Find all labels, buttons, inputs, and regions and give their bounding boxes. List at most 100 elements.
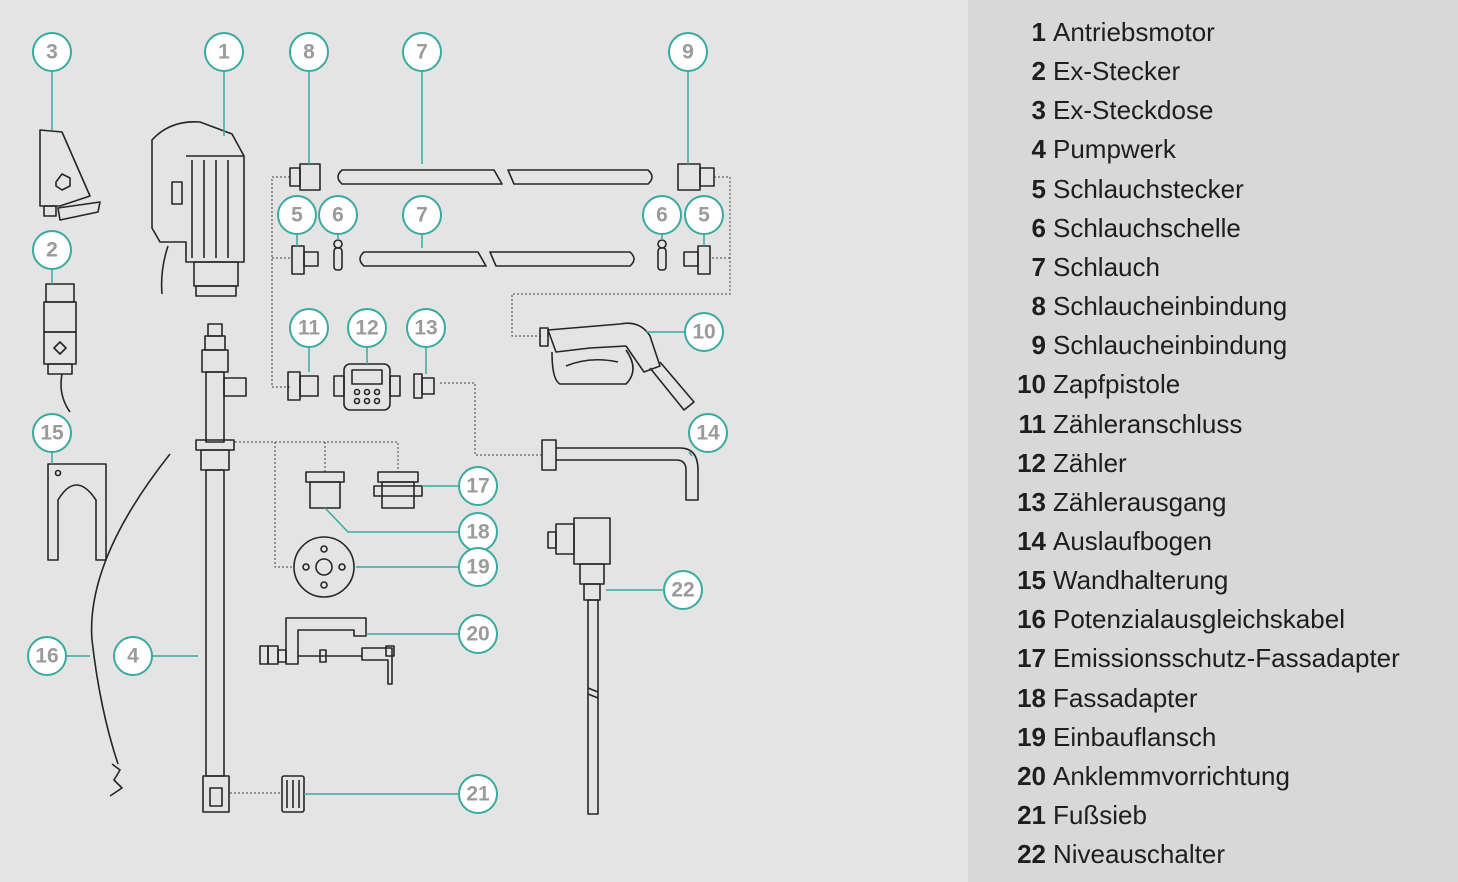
legend-label: Einbauflansch — [1053, 722, 1217, 752]
legend-label: Ex-Stecker — [1053, 56, 1181, 86]
svg-text:8: 8 — [303, 41, 315, 64]
legend-number: 8 — [1031, 291, 1046, 321]
legend-number: 1 — [1031, 17, 1046, 47]
parts-diagram: 1 2 3 4 5 5 6 6 7 7 8 9 10 11 12 13 14 1… — [27, 32, 731, 815]
callout-21: 21 — [458, 774, 498, 814]
part-grounding-cable-drawing — [90, 453, 171, 797]
legend-label: Schlauchschelle — [1053, 213, 1241, 243]
callout-3: 3 — [32, 32, 72, 72]
svg-text:7: 7 — [416, 41, 428, 64]
svg-text:5: 5 — [698, 204, 710, 227]
part-emission-adapter-drawing — [373, 471, 423, 509]
legend-label: Zählerausgang — [1053, 487, 1227, 517]
legend-label: Anklemmvorrichtung — [1053, 761, 1290, 791]
part-foot-strainer-drawing — [281, 775, 305, 813]
legend-label: Zähler — [1053, 448, 1127, 478]
part-clamp-drawing — [259, 617, 395, 685]
legend-label: Antriebsmotor — [1053, 17, 1215, 47]
callout-7-lower: 7 — [402, 195, 442, 235]
part-ex-plug-drawing — [43, 283, 77, 413]
svg-text:6: 6 — [332, 204, 344, 227]
legend-label: Zähleranschluss — [1053, 409, 1243, 439]
callout-17: 17 — [458, 466, 498, 506]
legend-label: Schlauch — [1053, 252, 1160, 282]
part-flange-drawing — [293, 536, 355, 598]
legend-label: Niveauschalter — [1053, 839, 1225, 869]
callout-14: 14 — [688, 413, 728, 453]
svg-text:19: 19 — [466, 556, 489, 579]
connection-lines — [230, 176, 731, 794]
callout-9: 9 — [668, 32, 708, 72]
legend-number: 11 — [1018, 409, 1047, 439]
callout-1: 1 — [204, 32, 244, 72]
svg-text:10: 10 — [692, 321, 715, 344]
legend-label: Potenzialausgleichskabel — [1053, 604, 1345, 634]
svg-text:1: 1 — [218, 41, 230, 64]
legend-number: 13 — [1017, 487, 1046, 517]
callout-leaders — [51, 72, 705, 795]
legend-number: 16 — [1017, 604, 1046, 634]
legend-number: 22 — [1017, 839, 1046, 869]
svg-text:3: 3 — [46, 41, 58, 64]
svg-text:4: 4 — [127, 645, 139, 668]
legend-number: 12 — [1017, 448, 1046, 478]
svg-text:17: 17 — [466, 475, 489, 498]
part-motor-drawing — [151, 121, 245, 297]
legend-label: Pumpwerk — [1053, 134, 1176, 164]
legend-number: 18 — [1017, 683, 1046, 713]
part-adapter-drawing — [305, 471, 345, 509]
legend-label: Ex-Steckdose — [1053, 95, 1214, 125]
part-ex-socket-drawing — [39, 129, 101, 221]
legend-label: Zapfpistole — [1053, 369, 1181, 399]
svg-text:6: 6 — [656, 204, 668, 227]
legend-number: 2 — [1031, 56, 1046, 86]
callout-6-left: 6 — [318, 195, 358, 235]
legend-number: 6 — [1031, 213, 1046, 243]
part-meter-drawing — [287, 363, 435, 411]
svg-text:18: 18 — [466, 521, 490, 544]
legend-number: 10 — [1017, 369, 1046, 399]
legend-number: 14 — [1017, 526, 1046, 556]
svg-text:15: 15 — [40, 422, 64, 445]
legend-label: Emissionsschutz-Fassadapter — [1053, 643, 1400, 673]
callout-6-right: 6 — [642, 195, 682, 235]
part-wall-bracket-drawing — [47, 463, 107, 561]
callout-11: 11 — [289, 308, 329, 348]
legend-label: Schlaucheinbindung — [1053, 291, 1288, 321]
callout-19: 19 — [458, 547, 498, 587]
svg-text:13: 13 — [414, 317, 437, 340]
callout-22: 22 — [663, 570, 703, 610]
callout-5-left: 5 — [277, 195, 317, 235]
callout-7-upper: 7 — [402, 32, 442, 72]
legend-number: 20 — [1017, 761, 1046, 791]
legend-number: 5 — [1031, 174, 1046, 204]
legend-number: 21 — [1017, 800, 1046, 830]
legend-label: Auslaufbogen — [1053, 526, 1213, 556]
legend-label: Fassadapter — [1053, 683, 1198, 713]
svg-text:14: 14 — [696, 422, 720, 445]
legend-number: 17 — [1017, 643, 1046, 673]
callout-8: 8 — [289, 32, 329, 72]
part-nozzle-drawing — [539, 322, 695, 411]
svg-text:9: 9 — [682, 41, 694, 64]
callout-15: 15 — [32, 413, 72, 453]
callout-12: 12 — [347, 308, 387, 348]
svg-text:11: 11 — [298, 317, 321, 340]
callout-18: 18 — [458, 512, 498, 552]
callout-10: 10 — [684, 312, 724, 352]
